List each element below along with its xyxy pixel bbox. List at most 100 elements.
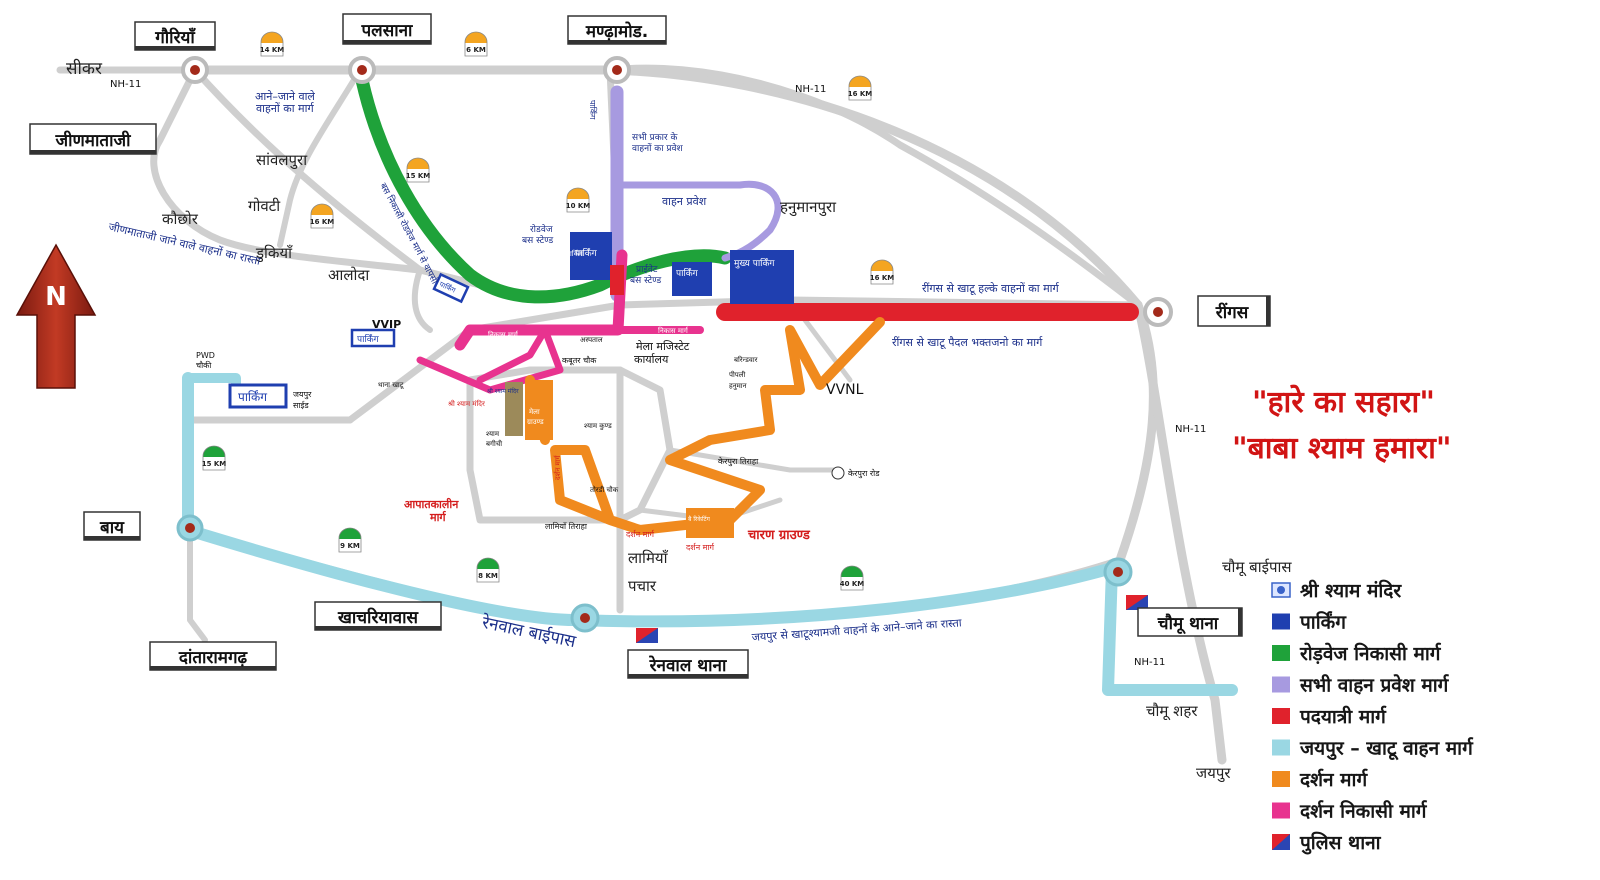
parking-private-label: पार्किंग xyxy=(676,267,699,279)
milestone-label: 9 KM xyxy=(340,542,360,550)
label-kabootar-chowk: कबूतर चौक xyxy=(562,355,597,366)
place-mandhamod: मण्ढ़ामोड. xyxy=(567,15,667,45)
legend-label: पुलिस थाना xyxy=(1299,831,1382,855)
roundabouts xyxy=(176,56,1173,633)
place-khachariyavas-label: खाचरियावास xyxy=(337,607,420,628)
label-aane-jaane-2: वाहनों का मार्ग xyxy=(256,102,315,115)
legend-swatch xyxy=(1272,802,1290,819)
milestone: 9 KM xyxy=(338,527,362,553)
parking-jaipur-side xyxy=(228,383,288,409)
slogan-line-1: "हारे का सहारा" xyxy=(1252,384,1435,420)
legend-swatch xyxy=(1272,645,1290,661)
milestone-label: 15 KM xyxy=(202,460,227,468)
milestone-label: 16 KM xyxy=(870,274,895,282)
label-shri-shyam-mandir: श्री श्याम मंदिर xyxy=(448,399,485,408)
parking-aloda xyxy=(432,272,470,304)
town-vvip: VVIP xyxy=(372,318,401,331)
label-darshan-vertical: दर्शन मार्ग xyxy=(553,454,562,480)
town-dukiyan: डुकियाँ xyxy=(255,244,293,263)
legend-label: सभी वाहन प्रवेश मार्ग xyxy=(1299,674,1450,697)
label-charan-ground: चारण ग्राउण्ड xyxy=(747,528,811,543)
label-darshan-marg-1: दर्शन मार्ग xyxy=(626,529,655,539)
mela-ground-label-2: ग्राउण्ड xyxy=(527,418,544,426)
label-shyam-kund: श्याम कुण्ड xyxy=(584,422,612,430)
town-pwd-2: चौकी xyxy=(196,360,212,370)
legend: श्री श्याम मंदिर पार्किंग रोड़वेज निकासी म… xyxy=(1271,579,1474,855)
legend-label: दर्शन निकासी मार्ग xyxy=(1299,800,1428,823)
legend-label: रोड़वेज निकासी मार्ग xyxy=(1299,642,1442,665)
milestone-label: 40 KM xyxy=(840,580,865,588)
label-sabhi-prakar-2: वाहनों का प्रवेश xyxy=(632,142,684,154)
town-pachar: पचार xyxy=(628,577,657,595)
routes xyxy=(182,73,1238,696)
town-aloda: आलोदा xyxy=(328,266,370,284)
legend-label: श्री श्याम मंदिर xyxy=(1300,579,1402,602)
parking-vvip-label: पार्किंग xyxy=(357,333,380,345)
milestone-label: 16 KM xyxy=(848,90,873,98)
place-renwal-thana: रेनवाल थाना xyxy=(627,649,749,679)
town-nh11-d: NH-11 xyxy=(1134,657,1165,668)
legend-label: पार्किंग xyxy=(1299,611,1347,634)
label-parking-5: पार्किंग xyxy=(566,249,584,258)
legend-swatch xyxy=(1272,613,1290,630)
label-jaipur-side-2: साईड xyxy=(293,400,309,410)
orange-route xyxy=(550,317,885,535)
label-tordi-chowk: तोरडी चौक xyxy=(590,485,619,494)
milestone: 8 KM xyxy=(476,557,500,583)
boxed-places: गौरियाँ पलसाना मण्ढ़ामोड. जीणमाताजी रींग… xyxy=(29,13,1271,679)
parking-private xyxy=(672,262,712,296)
legend-item: दर्शन मार्ग xyxy=(1272,768,1368,791)
milestone-label: 10 KM xyxy=(566,202,591,210)
legend-swatch xyxy=(1272,771,1290,787)
slogan: "हारे का सहारा" "बाबा श्याम हमारा" xyxy=(1232,384,1452,466)
label-peepli-hanuman-2: हनुमान xyxy=(729,382,747,390)
legend-item: दर्शन निकासी मार्ग xyxy=(1272,800,1428,823)
place-renwal-thana-label: रेनवाल थाना xyxy=(648,655,727,676)
label-aspatal: अस्पताल xyxy=(580,336,603,344)
town-nh11-b: NH-11 xyxy=(795,84,826,95)
place-bay-label: बाय xyxy=(99,518,125,538)
label-mela-magistrate-2: कार्यालय xyxy=(634,353,669,366)
town-pwd-1: PWD xyxy=(196,351,215,360)
place-ringas: रींगस xyxy=(1197,295,1271,327)
milestone: 16 KM xyxy=(310,203,334,229)
nh11-south-road xyxy=(1133,300,1227,765)
place-khachariyavas: खाचरियावास xyxy=(314,601,442,631)
place-dantaramgarh-label: दांतारामगढ़ xyxy=(178,648,249,668)
label-mela-marg-2: निकास मार्ग xyxy=(658,326,689,335)
green-route xyxy=(355,73,732,304)
legend-label: दर्शन मार्ग xyxy=(1299,768,1368,791)
parking-blocks: पार्किंग पार्किंग मुख्य पार्किंग पार्किं… xyxy=(228,232,1148,643)
north-arrow: N xyxy=(15,243,97,389)
place-jeenmataji-label: जीणमाताजी xyxy=(55,130,132,151)
legend-item: पार्किंग xyxy=(1272,611,1347,634)
legend-label: जयपुर – खाटू वाहन मार्ग xyxy=(1299,737,1474,761)
label-jaipur-side-1: जयपुर xyxy=(293,390,312,400)
legend-item: रोड़वेज निकासी मार्ग xyxy=(1272,642,1442,665)
jeenmata-road-2 xyxy=(191,66,424,274)
place-dantaramgarh: दांतारामगढ़ xyxy=(149,641,277,671)
town-sikar: सीकर xyxy=(66,58,103,79)
aloda-road xyxy=(411,267,433,333)
town-ring xyxy=(466,366,674,524)
label-roadways-1: रोडवेज xyxy=(530,223,553,235)
parking-vvip xyxy=(350,328,396,348)
place-gauriyon-label: गौरियाँ xyxy=(154,27,197,48)
slogan-line-2: "बाबा श्याम हमारा" xyxy=(1232,431,1452,466)
place-chomu-thana-label: चौमू थाना xyxy=(1157,613,1219,635)
kepura-road xyxy=(667,447,843,473)
place-jeenmataji: जीणमाताजी xyxy=(29,123,157,155)
town-hanumanpura: हनुमानपुरा xyxy=(780,198,837,217)
label-shyam-bagichi-1: श्याम xyxy=(486,430,500,438)
nh11-inner-road xyxy=(606,64,1142,309)
nh11-outer-road xyxy=(190,65,1158,565)
milestone-label: 14 KM xyxy=(260,46,285,54)
label-mela-magistrate-1: मेला मजिस्टेट xyxy=(636,340,690,353)
legend-item: पदयात्री मार्ग xyxy=(1272,705,1387,728)
label-lamiyan-tiraha: लामियाँ तिराहा xyxy=(545,521,588,531)
north-arrow-shape xyxy=(15,243,97,389)
milestone: 40 KM xyxy=(840,565,865,591)
label-roadways-2: बस स्टेण्ड xyxy=(522,234,553,246)
town-govti: गोवटी xyxy=(248,197,281,215)
